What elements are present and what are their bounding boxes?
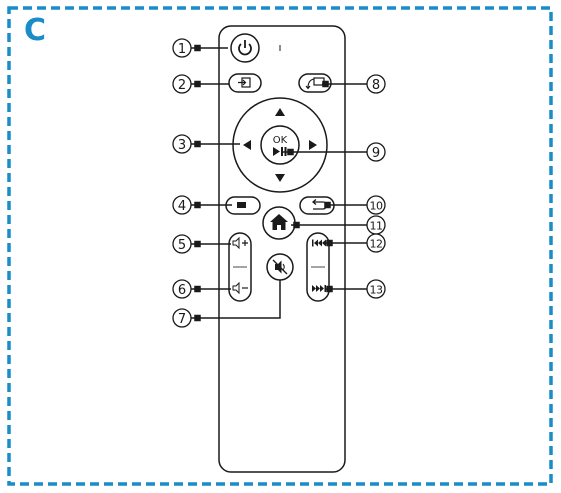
dpad-up-arrow-icon — [275, 108, 285, 116]
callout-7: 7 — [172, 308, 192, 328]
dpad: OK — [232, 97, 328, 193]
callout-numbers: 1 2 3 4 5 6 7 8 9 10 11 12 13 — [172, 38, 386, 328]
dpad-right-arrow-icon — [309, 140, 317, 150]
mute-icon — [272, 259, 288, 275]
home-icon — [270, 214, 288, 230]
mute-button — [266, 253, 294, 281]
callout-13: 13 — [366, 279, 386, 299]
callout-12: 12 — [366, 233, 386, 253]
power-icon — [238, 40, 252, 56]
dpad-left-arrow-icon — [243, 140, 251, 150]
callout-4: 4 — [172, 195, 192, 215]
previous-track-icon — [312, 239, 326, 247]
svg-text:1: 1 — [178, 42, 186, 57]
svg-text:8: 8 — [372, 78, 380, 93]
leader-lines — [190, 44, 367, 322]
callout-6: 6 — [172, 279, 192, 299]
input-source-icon — [238, 77, 251, 88]
section-letter: C — [24, 13, 47, 48]
svg-text:3: 3 — [178, 138, 186, 153]
callout-2: 2 — [172, 74, 192, 94]
svg-text:10: 10 — [370, 200, 383, 213]
callout-1: 1 — [172, 38, 192, 58]
callout-11: 11 — [366, 215, 386, 235]
callout-3: 3 — [172, 134, 192, 154]
ok-label: OK — [273, 135, 288, 146]
svg-text:9: 9 — [372, 146, 380, 161]
track-rocker — [306, 232, 330, 302]
svg-text:7: 7 — [178, 312, 186, 327]
home-button — [262, 206, 296, 240]
callout-10: 10 — [366, 195, 386, 215]
dashed-frame — [7, 6, 553, 486]
svg-text:11: 11 — [370, 220, 383, 233]
dpad-down-arrow-icon — [275, 174, 285, 182]
next-track-icon — [312, 285, 326, 292]
screen-rotate-button — [298, 73, 332, 93]
svg-text:13: 13 — [370, 284, 383, 297]
menu-button — [225, 196, 261, 215]
menu-icon — [237, 202, 246, 208]
volume-down-icon — [232, 281, 248, 295]
callout-5: 5 — [172, 234, 192, 254]
volume-rocker — [228, 232, 252, 302]
volume-up-icon — [232, 236, 248, 250]
svg-text:5: 5 — [178, 238, 186, 253]
input-source-button — [228, 73, 262, 93]
power-button — [230, 33, 260, 63]
svg-text:12: 12 — [370, 238, 383, 251]
svg-text:6: 6 — [178, 283, 186, 298]
callout-8: 8 — [366, 74, 386, 94]
svg-text:4: 4 — [178, 199, 186, 214]
svg-text:2: 2 — [178, 78, 186, 93]
callout-9: 9 — [366, 142, 386, 162]
